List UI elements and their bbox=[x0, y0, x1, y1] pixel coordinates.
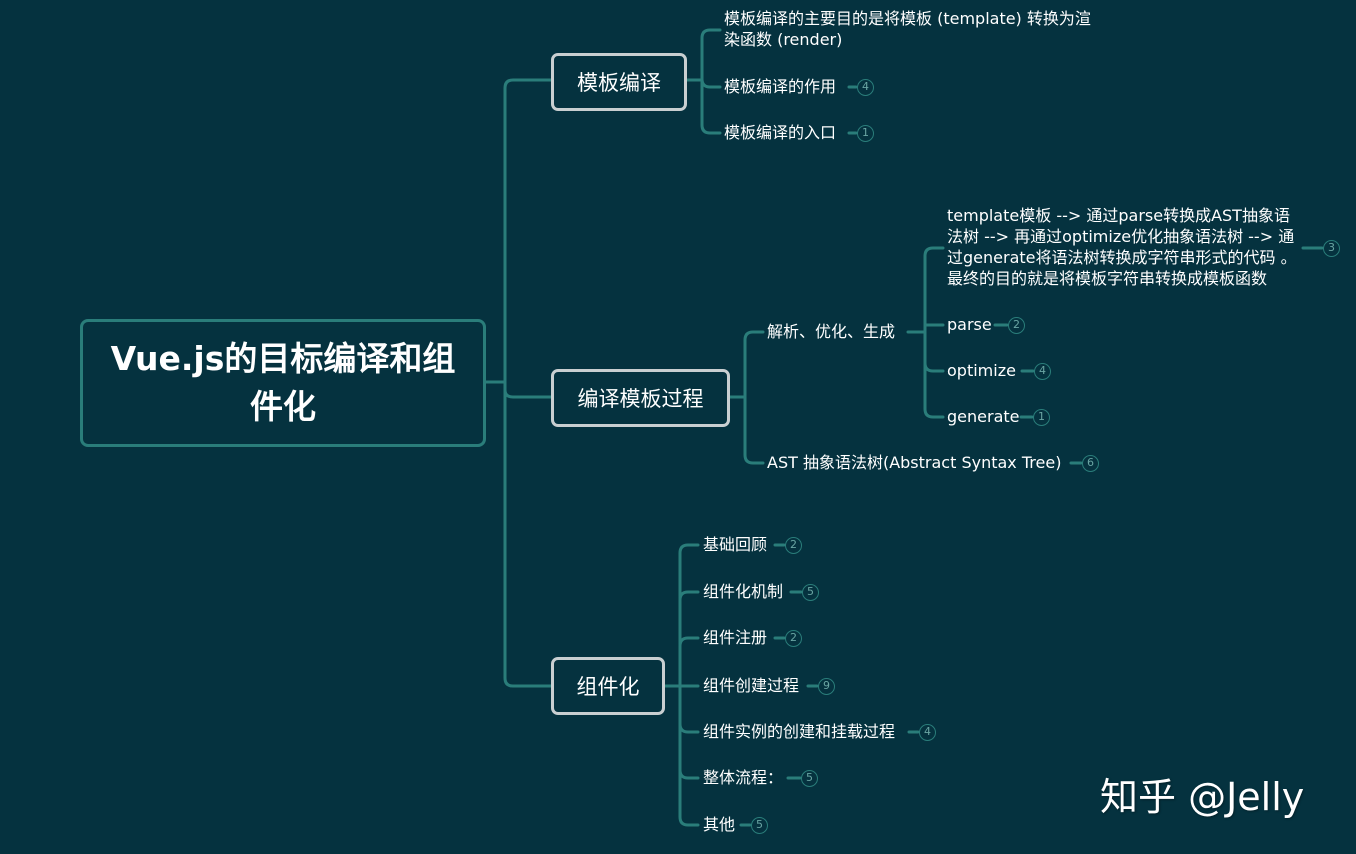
branch-node-template-compile[interactable]: 模板编译 bbox=[551, 53, 687, 111]
leaf-compile-role[interactable]: 模板编译的作用 bbox=[724, 77, 837, 96]
link-branch-2 bbox=[503, 380, 553, 688]
link-b2-c0 bbox=[678, 543, 700, 688]
leaf-parse-optimize-generate[interactable]: 解析、优化、生成 bbox=[767, 322, 896, 341]
leaf-other[interactable]: 其他 bbox=[703, 815, 736, 834]
leaf-ast[interactable]: AST 抽象语法树(Abstract Syntax Tree) bbox=[767, 453, 1062, 472]
count-badge[interactable]: 1 bbox=[1033, 409, 1050, 426]
link-b1-c0 bbox=[743, 330, 765, 399]
count-badge[interactable]: 2 bbox=[785, 537, 802, 554]
zhihu-watermark: 知乎 @Jelly bbox=[1100, 775, 1305, 819]
count-badge[interactable]: 1 bbox=[857, 125, 874, 142]
count-badge[interactable]: 4 bbox=[857, 79, 874, 96]
count-badge[interactable]: 3 bbox=[1323, 240, 1340, 257]
link-s2 bbox=[923, 330, 945, 373]
link-branch-0 bbox=[503, 78, 553, 384]
leaf-instance-mount[interactable]: 组件实例的创建和挂载过程 bbox=[703, 722, 896, 741]
link-s1 bbox=[923, 323, 945, 334]
leaf-component-registration[interactable]: 组件注册 bbox=[703, 628, 768, 647]
count-badge[interactable]: 6 bbox=[1082, 455, 1099, 472]
link-b2-c4 bbox=[678, 684, 700, 734]
link-b0-c0 bbox=[700, 28, 722, 82]
root-node[interactable]: Vue.js的目标编译和组件化 bbox=[80, 319, 486, 447]
branch-label: 组件化 bbox=[576, 675, 640, 699]
link-b2-c6 bbox=[678, 684, 700, 827]
count-badge[interactable]: 9 bbox=[818, 678, 835, 695]
branch-node-componentization[interactable]: 组件化 bbox=[551, 657, 665, 715]
branch-label: 编译模板过程 bbox=[577, 387, 704, 411]
count-badge[interactable]: 5 bbox=[751, 817, 768, 834]
link-b0-c1 bbox=[700, 78, 722, 89]
leaf-basics-review[interactable]: 基础回顾 bbox=[703, 535, 768, 554]
leaf-parse[interactable]: parse bbox=[947, 315, 992, 334]
leaf-component-creation[interactable]: 组件创建过程 bbox=[703, 676, 800, 695]
link-b0-c2 bbox=[700, 78, 722, 135]
link-branch-1 bbox=[503, 380, 553, 399]
count-badge[interactable]: 4 bbox=[919, 724, 936, 741]
link-b2-c1 bbox=[678, 590, 700, 688]
branch-node-compile-process[interactable]: 编译模板过程 bbox=[551, 369, 730, 427]
leaf-generate[interactable]: generate bbox=[947, 407, 1020, 426]
leaf-component-mechanism[interactable]: 组件化机制 bbox=[703, 582, 784, 601]
branch-label: 模板编译 bbox=[577, 71, 661, 95]
count-badge[interactable]: 2 bbox=[1008, 317, 1025, 334]
count-badge[interactable]: 5 bbox=[802, 584, 819, 601]
leaf-compile-entry[interactable]: 模板编译的入口 bbox=[724, 123, 837, 142]
link-b2-c2 bbox=[678, 636, 700, 688]
link-s3 bbox=[923, 330, 945, 419]
link-s0 bbox=[923, 246, 945, 334]
count-badge[interactable]: 5 bbox=[801, 770, 818, 787]
leaf-compile-purpose[interactable]: 模板编译的主要目的是将模板 (template) 转换为渲染函数 (render… bbox=[724, 9, 1091, 49]
leaf-compile-flow-description[interactable]: template模板 --> 通过parse转换成AST抽象语法树 --> 再通… bbox=[947, 206, 1297, 288]
count-badge[interactable]: 2 bbox=[785, 630, 802, 647]
leaf-optimize[interactable]: optimize bbox=[947, 361, 1016, 380]
count-badge[interactable]: 4 bbox=[1034, 363, 1051, 380]
leaf-overall-flow[interactable]: 整体流程： bbox=[703, 768, 784, 787]
link-b1-c1 bbox=[743, 395, 765, 465]
root-title: Vue.js的目标编译和组件化 bbox=[110, 339, 456, 426]
